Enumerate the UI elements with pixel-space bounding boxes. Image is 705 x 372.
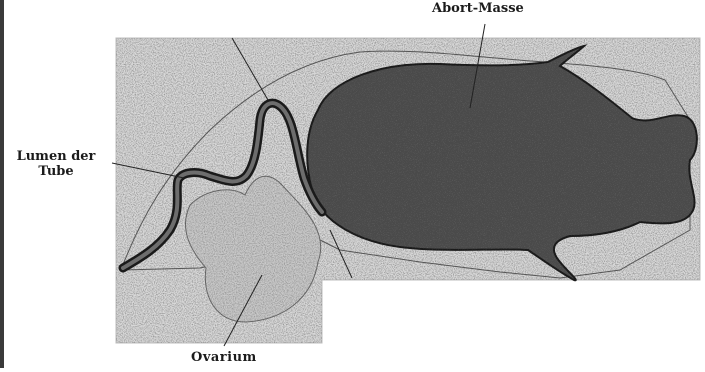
label-lumen-line2: Tube <box>3 164 109 179</box>
scan-edge <box>0 0 4 368</box>
label-lumen-line1: Lumen der <box>3 149 109 164</box>
label-abort-masse: Abort-Masse <box>432 1 524 16</box>
label-ovarium: Ovarium <box>191 350 257 365</box>
label-lumen-der-tube: Lumen der Tube <box>3 149 109 179</box>
